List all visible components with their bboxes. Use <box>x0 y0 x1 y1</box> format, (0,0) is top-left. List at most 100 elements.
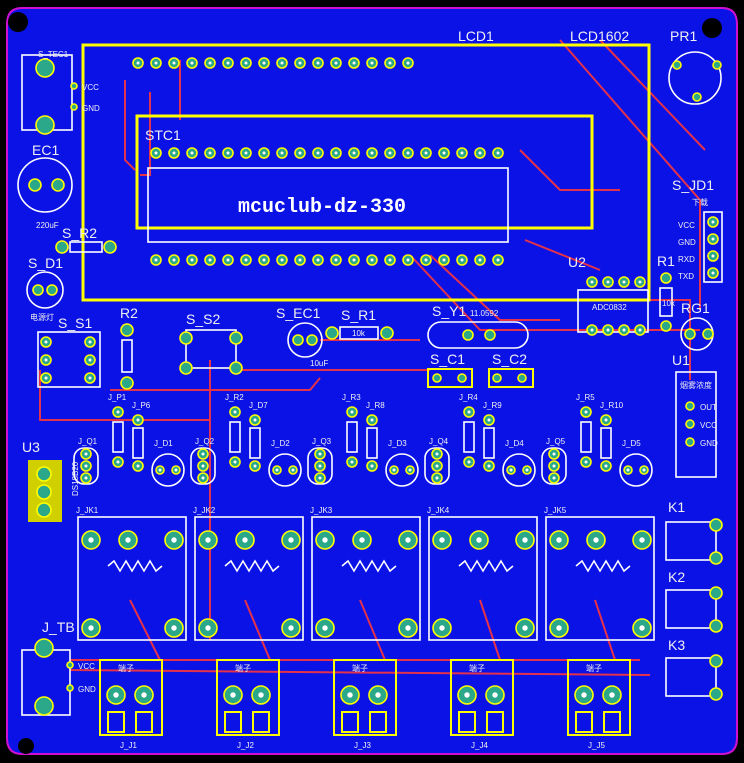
stc1-pad-hole <box>370 151 374 155</box>
resistor-pad-hole <box>233 460 237 464</box>
stc1-pad-hole <box>406 151 410 155</box>
led-pad-hole <box>408 468 412 472</box>
jp2-label: J_R8 <box>366 401 385 410</box>
pr1-label: PR1 <box>670 28 697 44</box>
relay-pad-hole <box>242 537 248 543</box>
jp2-label: J_D7 <box>249 401 268 410</box>
s-y1-value: 11.0592 <box>470 309 499 318</box>
s-s1-pad-hole <box>44 376 48 380</box>
s-c1-outline <box>427 368 473 388</box>
lcd1602-label: LCD1602 <box>570 28 629 44</box>
stc1-pad-hole <box>334 151 338 155</box>
led-outline <box>268 453 302 487</box>
led-pad-hole <box>392 468 396 472</box>
s-jd1-vcc: VCC <box>678 221 695 230</box>
stc1-pad-hole <box>280 258 284 262</box>
terminal-slot <box>224 711 242 733</box>
lcd-pad-hole <box>136 61 140 65</box>
ec1-label: EC1 <box>32 142 59 158</box>
stc1-pad-hole <box>244 151 248 155</box>
lcd-pad-hole <box>406 61 410 65</box>
jp-label: J_R2 <box>225 393 244 402</box>
s-tec1-pad <box>70 82 78 90</box>
transistor-pad-hole <box>318 452 322 456</box>
s-r1-label: S_R1 <box>341 307 376 323</box>
terminal-label: 端子 <box>469 663 485 673</box>
resistor-pad-hole <box>116 460 120 464</box>
resistor-pad-hole <box>467 410 471 414</box>
resistor-outline <box>346 421 358 453</box>
stc1-pad-hole <box>424 151 428 155</box>
s-jd1-pad-hole <box>711 220 715 224</box>
stc1-bottom-pads <box>150 254 504 266</box>
s-y1-pad <box>462 329 474 341</box>
stc1-pad-hole <box>316 151 320 155</box>
relay-pad-hole <box>556 537 562 543</box>
relay-pad-hole <box>288 625 294 631</box>
jp2-label: J_R9 <box>483 401 502 410</box>
s-r2-pad <box>103 240 117 254</box>
stc1-pad-hole <box>280 151 284 155</box>
terminal-label: 端子 <box>586 663 602 673</box>
stc1-pad-hole <box>190 258 194 262</box>
lcd-pad-hole <box>280 61 284 65</box>
s-s2-label: S_S2 <box>186 311 220 327</box>
s-d1-pad <box>32 284 44 296</box>
r2-outline <box>121 339 133 373</box>
k2-label: K2 <box>668 569 685 585</box>
jq-label: J_Q3 <box>312 437 332 446</box>
board-outline <box>6 7 738 755</box>
transistor-pad-hole <box>552 464 556 468</box>
s-ec1-pad <box>292 334 304 346</box>
led-pad-hole <box>509 468 513 472</box>
u2-pads <box>586 276 646 336</box>
u2-pad-hole <box>606 328 610 332</box>
terminal-pad-hole <box>492 692 498 698</box>
jp-label: J_R4 <box>459 393 478 402</box>
s-d1-label: S_D1 <box>28 255 63 271</box>
s-y1-outline <box>427 321 529 349</box>
resistor-pad-hole <box>487 418 491 422</box>
mount-hole <box>702 18 722 38</box>
j-tb-gnd: GND <box>78 685 96 694</box>
resistor-pad-hole <box>253 464 257 468</box>
terminal-pad-hole <box>375 692 381 698</box>
j-tb-vcc: VCC <box>78 662 95 671</box>
relay-coil <box>575 559 631 573</box>
transistor-pad-hole <box>84 464 88 468</box>
r2-pad <box>120 376 134 390</box>
stc1-pad-hole <box>244 258 248 262</box>
terminal-pad-hole <box>141 692 147 698</box>
u2-pad-hole <box>622 328 626 332</box>
s-s1-label: S_S1 <box>58 315 92 331</box>
s-tec1-pad <box>70 103 78 111</box>
lcd-pad-hole <box>172 61 176 65</box>
terminal-outline <box>450 659 514 736</box>
lcd-pad-hole <box>298 61 302 65</box>
lcd1602-outline <box>81 43 651 302</box>
stc1-pad-hole <box>172 258 176 262</box>
s-jd1-pad-hole <box>711 254 715 258</box>
k2-pad <box>709 586 723 600</box>
s-tec1-pad <box>35 58 55 78</box>
k3-label: K3 <box>668 637 685 653</box>
relay-pad-hole <box>439 537 445 543</box>
relay-outline <box>311 516 421 641</box>
u1-title: 烟雾浓度 <box>680 380 712 390</box>
relay-pad-hole <box>205 537 211 543</box>
terminal-label: 端子 <box>118 663 134 673</box>
jd-label: J_D4 <box>505 439 524 448</box>
jk-label: J_JK5 <box>544 506 567 515</box>
mount-hole <box>18 738 34 754</box>
lcd-pad-hole <box>370 61 374 65</box>
relay-pad-hole <box>171 537 177 543</box>
mount-hole <box>8 12 28 32</box>
stc1-pad-hole <box>460 258 464 262</box>
u2-pad-hole <box>606 280 610 284</box>
terminal-pad-hole <box>258 692 264 698</box>
relay-pad-hole <box>476 537 482 543</box>
